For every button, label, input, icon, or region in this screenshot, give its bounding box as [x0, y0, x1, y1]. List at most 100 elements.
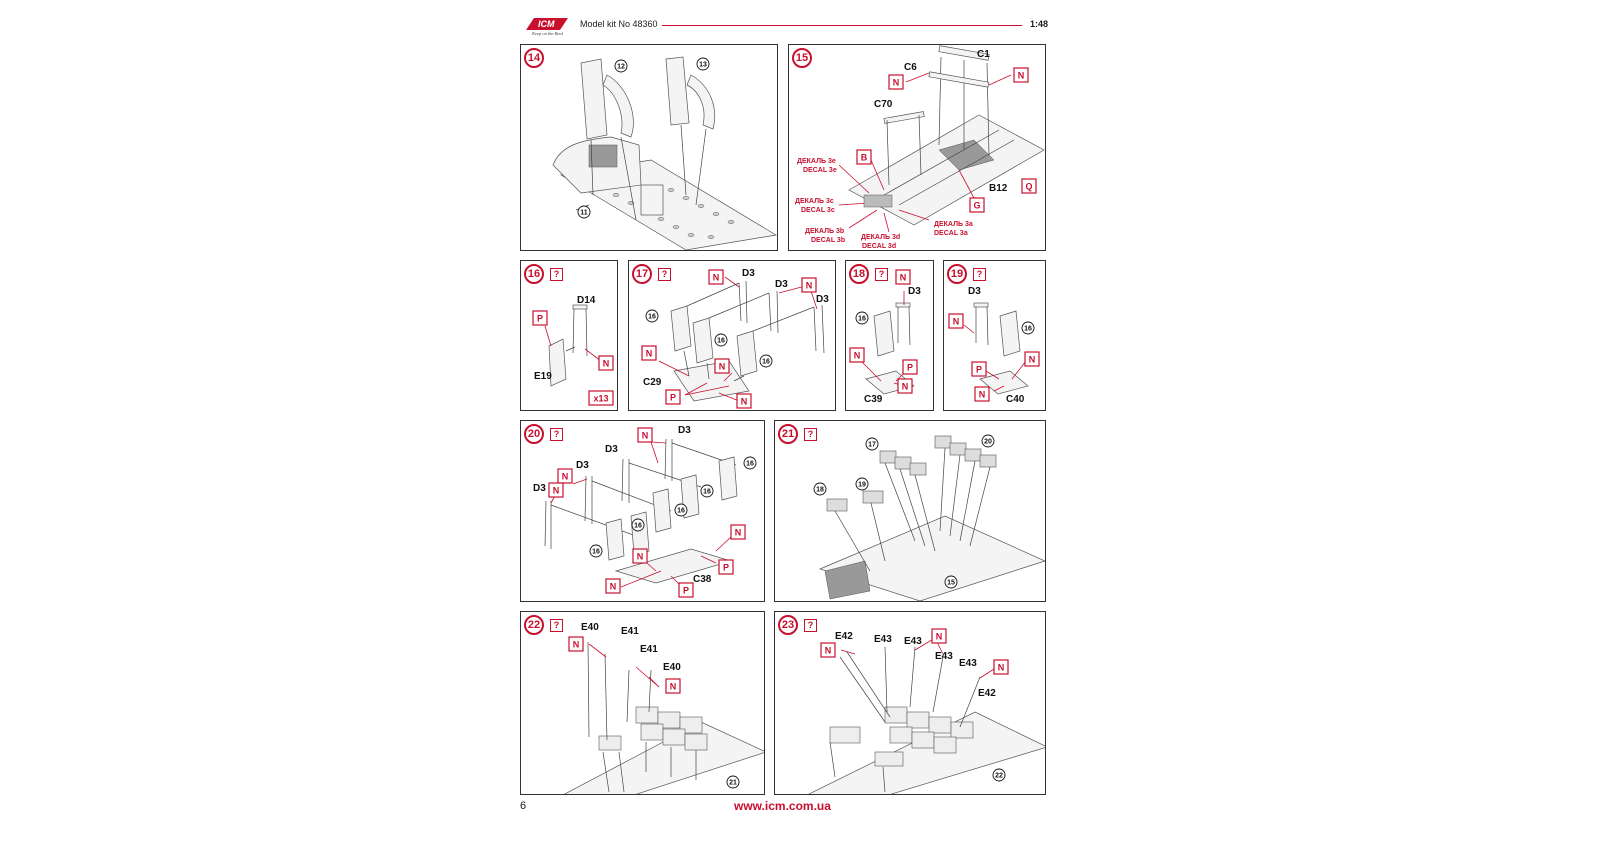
- svg-text:12: 12: [617, 64, 625, 71]
- label-d3-1: D3: [742, 268, 755, 279]
- count-badge: x13: [588, 390, 614, 406]
- svg-text:18: 18: [816, 487, 824, 494]
- svg-text:N: N: [998, 663, 1005, 673]
- ref-16-3: 16: [759, 354, 773, 368]
- box-n-3: N: [993, 659, 1009, 675]
- label-d3-3: D3: [816, 294, 829, 305]
- website-link[interactable]: www.icm.com.ua: [734, 799, 831, 813]
- step-14-panel: 12 13 11 14: [520, 44, 778, 251]
- ref-13: 13: [696, 57, 710, 71]
- step-21-number: 21: [778, 424, 798, 444]
- box-n-2: N: [849, 347, 865, 363]
- label-d3: D3: [968, 286, 981, 297]
- svg-text:N: N: [603, 359, 610, 369]
- ref-17: 17: [865, 437, 879, 451]
- label-c39: C39: [864, 394, 883, 405]
- step-15-number: 15: [792, 48, 812, 68]
- box-n-1: N: [820, 642, 836, 658]
- page-number: 6: [520, 800, 527, 812]
- step-22-panel: E40 E41 E41 E40 N N 21 22 ?: [520, 611, 765, 795]
- label-c38: C38: [693, 574, 712, 585]
- step-18-panel: D3 C39 N N P N 16 18 ?: [845, 260, 934, 411]
- svg-text:N: N: [646, 349, 653, 359]
- label-d3-3: D3: [605, 444, 618, 455]
- step-21-panel: 17 20 18 19 15 21 ?: [774, 420, 1046, 602]
- decal-3a-ru: ДЕКАЛЬ 3a: [934, 221, 973, 228]
- ref-16: 16: [855, 311, 869, 325]
- ref-16: 16: [1021, 321, 1035, 335]
- step-19-drawing: D3 C40 N N P N 16: [948, 286, 1040, 405]
- svg-text:N: N: [900, 273, 907, 283]
- ref-16-4: 16: [700, 484, 714, 498]
- step-23-drawing: E42 E43 E43 E43 E43 E42 N N N 22: [808, 628, 1045, 794]
- label-e43-1: E43: [874, 634, 892, 645]
- svg-text:N: N: [979, 390, 986, 400]
- svg-text:N: N: [1029, 355, 1036, 365]
- svg-text:N: N: [902, 382, 909, 392]
- box-n-3: N: [548, 482, 564, 498]
- step-20-optional-mark: ?: [550, 428, 563, 441]
- svg-text:16: 16: [648, 314, 656, 321]
- step-16-drawing: D14 E19 P N x13: [532, 295, 614, 406]
- ref-16-1: 16: [589, 544, 603, 558]
- svg-text:P: P: [976, 365, 982, 375]
- step-23-panel: E42 E43 E43 E43 E43 E42 N N N 22 23 ?: [774, 611, 1046, 795]
- step-21-drawing: 17 20 18 19 15: [813, 434, 1045, 601]
- decal-3c-en: DECAL 3c: [801, 207, 835, 214]
- step-18-drawing: D3 C39 N N P N 16: [849, 269, 921, 405]
- step-22-optional-mark: ?: [550, 619, 563, 632]
- svg-text:13: 13: [699, 62, 707, 69]
- box-n-3: N: [974, 386, 990, 402]
- box-p: P: [532, 310, 548, 326]
- step-14-number: 14: [524, 48, 544, 68]
- svg-text:N: N: [562, 472, 569, 482]
- svg-text:P: P: [723, 563, 729, 573]
- box-n-1: N: [948, 313, 964, 329]
- ref-15: 15: [944, 575, 958, 589]
- box-n-2: N: [637, 427, 653, 443]
- svg-text:P: P: [907, 363, 913, 373]
- svg-text:x13: x13: [593, 394, 608, 404]
- label-b12: B12: [989, 183, 1008, 194]
- step-20-number: 20: [524, 424, 544, 444]
- instruction-sheet: ICM Keep on the Real Model kit No 48360 …: [520, 0, 1100, 850]
- label-e43-3: E43: [935, 651, 953, 662]
- label-d3-4: D3: [678, 425, 691, 436]
- svg-text:Q: Q: [1025, 182, 1032, 192]
- label-e41-1: E41: [621, 626, 639, 637]
- box-n-1: N: [557, 468, 573, 484]
- logo-slogan: Keep on the Real: [531, 31, 564, 36]
- svg-text:22: 22: [995, 773, 1003, 780]
- svg-text:P: P: [683, 586, 689, 596]
- box-n-2: N: [1013, 67, 1029, 83]
- decal-3b-en: DECAL 3b: [811, 237, 845, 244]
- step-17-number: 17: [632, 264, 652, 284]
- svg-text:N: N: [953, 317, 960, 327]
- svg-text:16: 16: [592, 549, 600, 556]
- step-16-optional-mark: ?: [550, 268, 563, 281]
- svg-text:N: N: [893, 78, 900, 88]
- svg-text:N: N: [735, 528, 742, 538]
- box-n: N: [598, 355, 614, 371]
- label-c29: C29: [643, 377, 662, 388]
- svg-text:B: B: [861, 153, 868, 163]
- svg-text:16: 16: [746, 461, 754, 468]
- box-n-4: N: [714, 358, 730, 374]
- svg-text:N: N: [719, 362, 726, 372]
- box-p-2: P: [678, 582, 694, 598]
- svg-text:16: 16: [703, 489, 711, 496]
- box-n-5: N: [736, 393, 752, 409]
- svg-text:N: N: [670, 682, 677, 692]
- step-19-number: 19: [947, 264, 967, 284]
- ref-16-3: 16: [674, 503, 688, 517]
- label-e40-1: E40: [581, 622, 599, 633]
- svg-text:N: N: [713, 273, 720, 283]
- label-e41-2: E41: [640, 644, 658, 655]
- decal-3e-ru: ДЕКАЛЬ 3e: [797, 158, 836, 165]
- decal-3d-en: DECAL 3d: [862, 243, 896, 250]
- box-n-2: N: [801, 277, 817, 293]
- logo-brand: ICM: [538, 19, 555, 29]
- ref-20: 20: [981, 434, 995, 448]
- header-rule: [662, 25, 1022, 26]
- step-17-optional-mark: ?: [658, 268, 671, 281]
